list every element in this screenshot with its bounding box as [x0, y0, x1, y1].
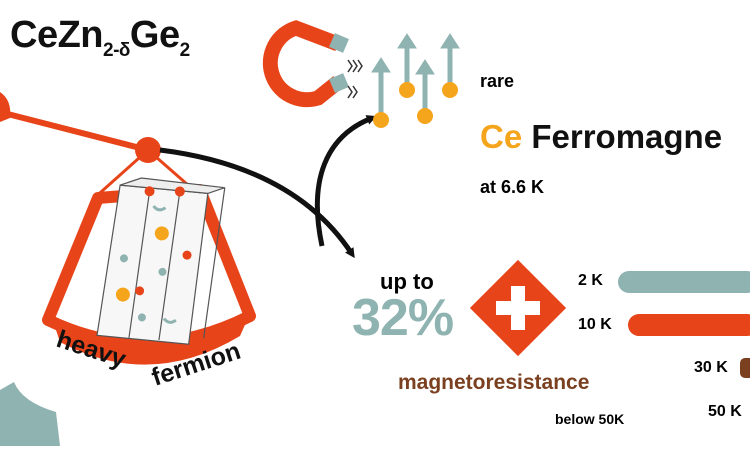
- bar-label-2k: 2 K: [578, 272, 603, 289]
- up-to-label: up to: [380, 269, 434, 294]
- decorative-shape: [0, 382, 60, 446]
- temperature-condition: below 50K: [555, 411, 625, 427]
- bar-label-50k: 50 K: [708, 403, 742, 420]
- formula-ge: Ge: [129, 14, 180, 56]
- formula-sub-zn: 2-δ: [103, 40, 130, 61]
- spin-arrow-icon: [371, 33, 460, 118]
- ferromagnetism-word: Ferromagne: [522, 118, 723, 155]
- temperature-bar-2k: [618, 271, 750, 293]
- magnetoresistance-label: magnetoresistance: [398, 371, 590, 394]
- plus-icon: [469, 259, 567, 357]
- horseshoe-magnet-icon: [262, 20, 363, 108]
- bar-label-10k: 10 K: [578, 316, 612, 333]
- compound-formula: CeZn2-δGe2: [10, 16, 190, 60]
- ce-element: Ce: [480, 118, 523, 155]
- curie-temperature: at 6.6 K: [480, 177, 545, 197]
- balance-scale-icon: [0, 92, 256, 365]
- formula-ce-zn: CeZn: [10, 14, 104, 56]
- crystal-structure-icon: [96, 177, 226, 345]
- curve-arrow-to-mr: [159, 147, 355, 259]
- formula-sub-ge: 2: [179, 40, 191, 61]
- ferromagnetism-title: Ce Ferromagne: [480, 120, 722, 153]
- rare-label: rare: [480, 71, 515, 91]
- magnetoresistance-percent: 32%: [352, 289, 454, 347]
- bar-label-30k: 30 K: [694, 359, 728, 376]
- curve-arrow-to-spins: [314, 115, 377, 247]
- temperature-bar-30k: [740, 358, 750, 378]
- temperature-bar-10k: [628, 314, 750, 336]
